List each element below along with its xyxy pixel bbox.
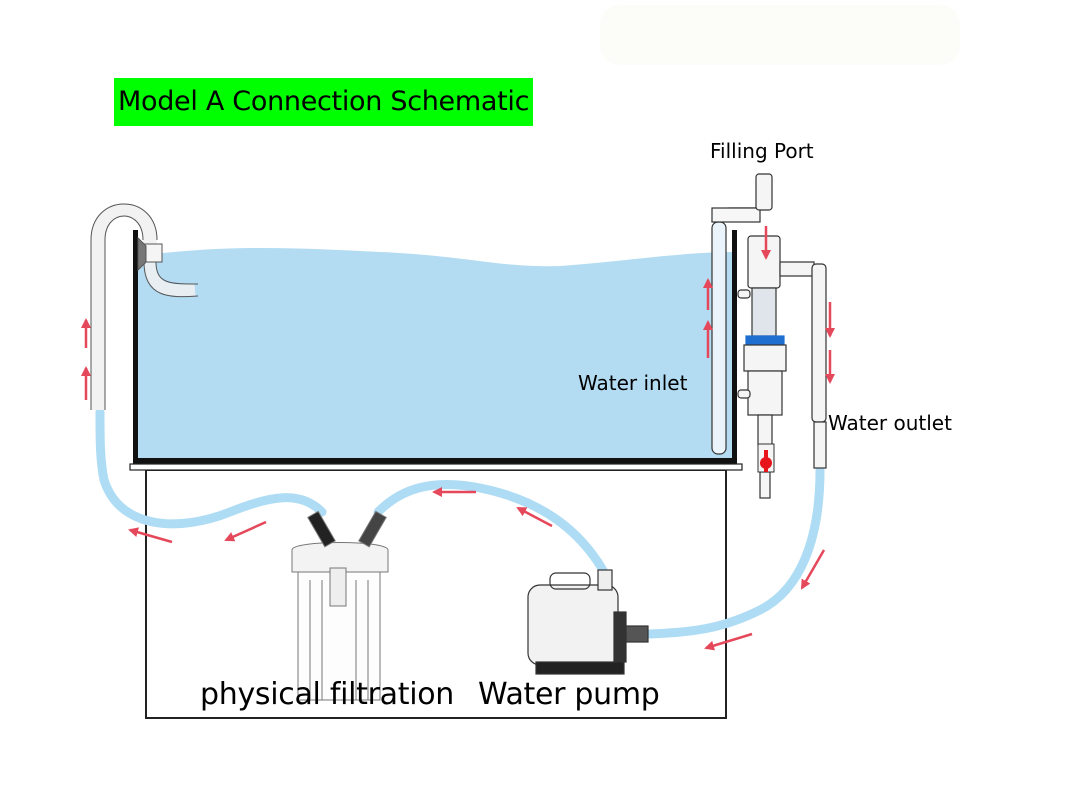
hose-filter-to-return: [95, 407, 327, 529]
ball-valve-icon: [757, 443, 775, 473]
tank-right-wall: [732, 230, 737, 464]
flow-arrow: [516, 506, 553, 528]
water-inlet-label: Water inlet: [578, 371, 688, 395]
water-pump: [527, 569, 649, 675]
tank-bottom: [133, 458, 737, 464]
flow-arrow: [224, 520, 267, 542]
water-outlet-label: Water outlet: [828, 411, 952, 435]
flow-arrow: [704, 632, 753, 651]
diagram-title: Model A Connection Schematic: [114, 78, 534, 126]
flow-arrow: [128, 527, 173, 544]
tank-left-wall: [133, 230, 138, 464]
return-pipe: [90, 203, 199, 410]
filling-port-label: Filling Port: [710, 139, 814, 163]
filling-assembly: [737, 173, 827, 499]
flow-arrow: [800, 549, 826, 590]
flow-arrows: [81, 226, 835, 651]
hose-outlet-to-pump: [645, 465, 825, 639]
background-smudge: [600, 5, 960, 65]
inlet-pipe: [711, 207, 761, 455]
hose-pump-to-filter: [373, 479, 609, 577]
physical-filtration-label: physical filtration: [200, 677, 455, 712]
tank-water: [138, 248, 734, 460]
filter-canister: [291, 510, 389, 701]
water-pump-label: Water pump: [478, 677, 660, 712]
tank-base-rim: [129, 463, 743, 471]
